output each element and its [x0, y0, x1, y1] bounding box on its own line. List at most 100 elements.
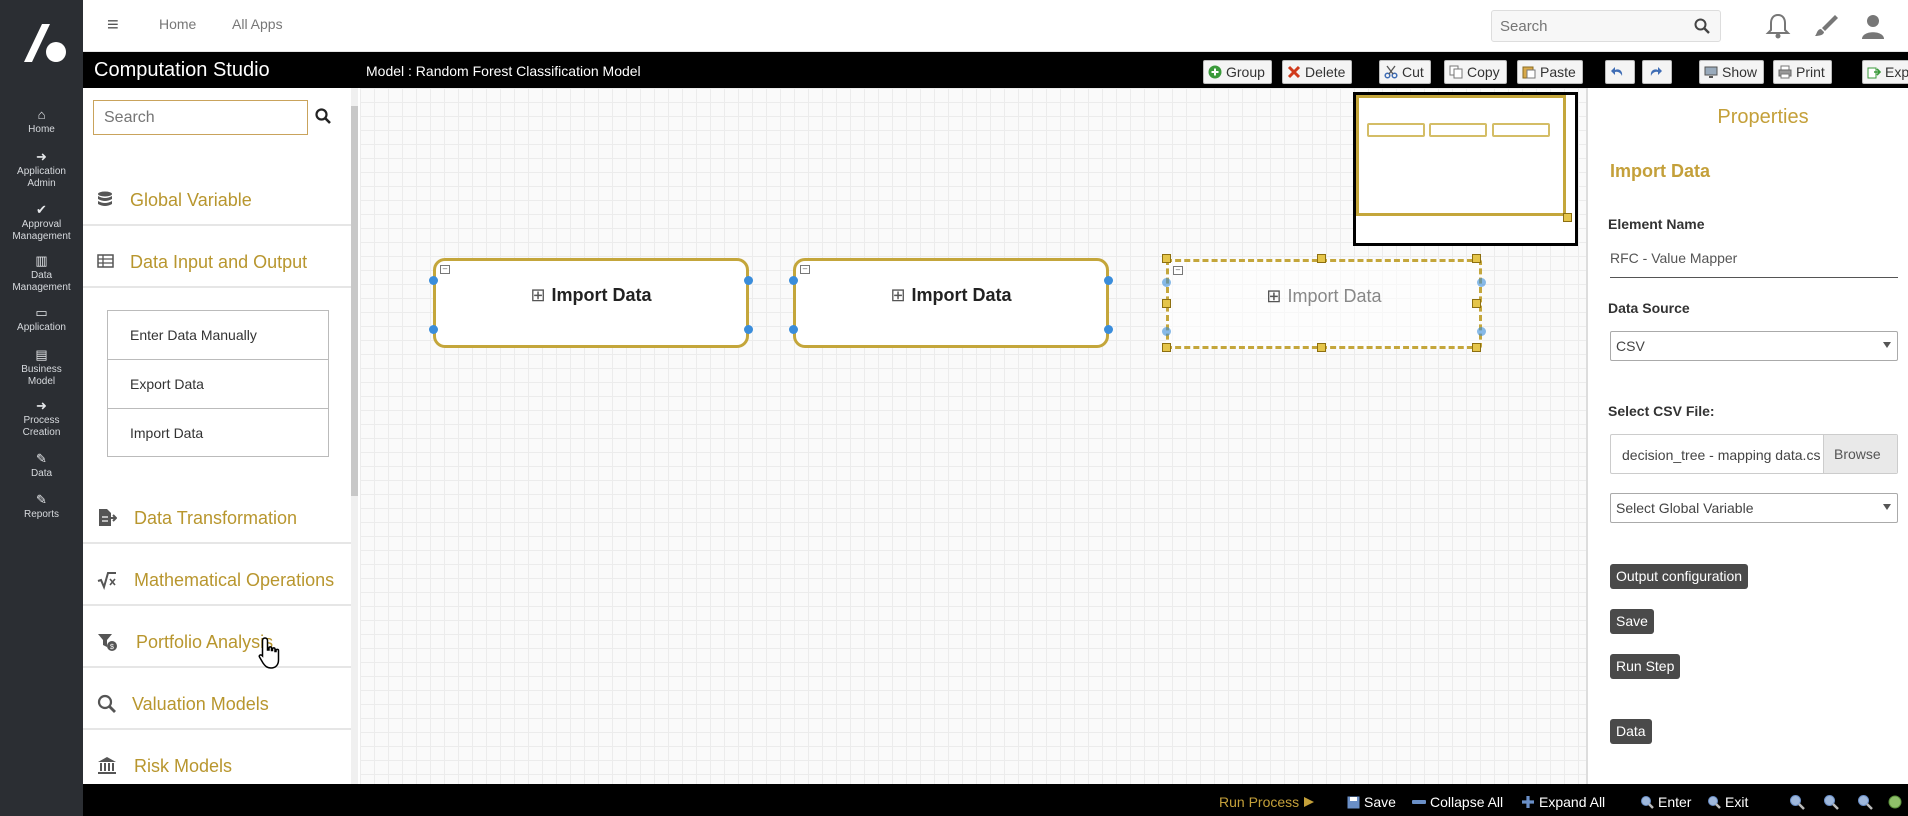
minimap-resize-handle[interactable] [1563, 213, 1572, 222]
collapse-icon[interactable]: – [1173, 266, 1183, 275]
undo-button[interactable] [1605, 60, 1635, 84]
rail-item-application[interactable]: ▭Application [0, 306, 83, 334]
global-variable-select[interactable]: Select Global Variable [1610, 493, 1898, 523]
category-data-transformation[interactable]: Data Transformation [83, 494, 353, 544]
brush-icon[interactable] [1813, 12, 1839, 40]
minimap-viewport[interactable] [1356, 95, 1566, 216]
category-valuation-models[interactable]: Valuation Models [83, 680, 353, 730]
bottom-toolbar: Run Process Save Collapse All Expand All… [83, 784, 1908, 816]
resize-handle[interactable] [1317, 254, 1326, 263]
category-risk-models[interactable]: Risk Models [83, 742, 353, 784]
minus-icon [1412, 800, 1426, 804]
resize-handle[interactable] [1317, 343, 1326, 352]
copy-button[interactable]: Copy [1444, 60, 1507, 84]
palette-search-icon[interactable] [315, 108, 331, 124]
search-icon[interactable] [1694, 18, 1710, 34]
output-configuration-button[interactable]: Output configuration [1610, 564, 1749, 589]
enter-button[interactable]: Enter [1640, 794, 1691, 810]
scissors-icon [1384, 65, 1398, 79]
data-source-select[interactable]: CSV [1610, 331, 1898, 361]
studio-header: Computation Studio Model : Random Forest… [83, 52, 1908, 88]
rail-item-reports[interactable]: ✎Reports [0, 493, 83, 521]
resize-handle[interactable] [1162, 343, 1171, 352]
rail-item-data-management[interactable]: ▥Data Management [0, 254, 83, 294]
node-port[interactable] [1162, 327, 1171, 336]
zoom-in-icon[interactable] [1789, 794, 1805, 810]
node-port[interactable] [1104, 276, 1113, 285]
rail-item-business-model[interactable]: ▤Business Model [0, 348, 83, 388]
node-port[interactable] [1104, 325, 1113, 334]
palette-item-enter-data-manually[interactable]: Enter Data Manually [108, 311, 328, 360]
node-port[interactable] [789, 276, 798, 285]
palette-item-import-data[interactable]: Import Data [130, 425, 204, 441]
collapse-all-button[interactable]: Collapse All [1412, 794, 1503, 810]
cut-button[interactable]: Cut [1379, 60, 1431, 84]
palette-item-export-data[interactable]: Export Data [108, 360, 328, 409]
node-port[interactable] [789, 325, 798, 334]
exit-button[interactable]: Exit [1707, 794, 1748, 810]
node-port[interactable] [1477, 327, 1486, 336]
top-bar: ≡ Home All Apps [83, 0, 1908, 52]
nav-link-home[interactable]: Home [159, 16, 197, 32]
bell-icon[interactable] [1765, 12, 1791, 40]
category-data-input-output[interactable]: Data Input and Output [83, 238, 353, 288]
node-port[interactable] [429, 276, 438, 285]
csv-file-label: Select CSV File: [1608, 403, 1715, 419]
collapse-icon[interactable]: – [800, 265, 810, 274]
global-search-input[interactable] [1492, 11, 1682, 41]
category-mathematical-operations[interactable]: Mathematical Operations [83, 556, 353, 606]
run-step-button[interactable]: Run Step [1610, 654, 1681, 679]
print-button[interactable]: Print [1773, 60, 1832, 84]
rail-item-data[interactable]: ✎Data [0, 452, 83, 480]
csv-file-name: decision_tree - mapping data.cs [1622, 447, 1821, 463]
canvas-node-import-data-3-selected[interactable]: – ⊞Import Data [1166, 259, 1482, 349]
user-avatar-icon[interactable] [1859, 12, 1887, 40]
node-port[interactable] [1477, 278, 1486, 287]
expand-all-button[interactable]: Expand All [1521, 794, 1605, 810]
palette-search-input[interactable] [94, 101, 294, 134]
save-step-button[interactable]: Save [1610, 609, 1654, 634]
resize-handle[interactable] [1472, 343, 1481, 352]
group-button[interactable]: Group [1203, 60, 1272, 84]
dropdown-caret-icon [1883, 342, 1891, 348]
run-process-button[interactable]: Run Process [1219, 794, 1315, 810]
palette-scrollbar[interactable] [351, 88, 358, 784]
paste-button[interactable]: Paste [1517, 60, 1583, 84]
category-portfolio-analysis[interactable]: $ Portfolio Analysis [83, 618, 353, 668]
node-port[interactable] [1162, 278, 1171, 287]
rail-item-process-creation[interactable]: ➜Process Creation [0, 399, 83, 439]
canvas-node-import-data-1[interactable]: – ⊞Import Data [433, 258, 749, 348]
rail-item-approval-management[interactable]: ✔Approval Management [0, 203, 83, 243]
resize-handle[interactable] [1472, 254, 1481, 263]
save-model-button[interactable]: Save [1347, 794, 1396, 810]
element-name-input[interactable]: RFC - Value Mapper [1610, 250, 1898, 278]
data-button[interactable]: Data [1610, 719, 1652, 744]
resize-handle[interactable] [1162, 299, 1171, 308]
zoom-reset-icon[interactable] [1857, 794, 1873, 810]
rail-item-application-admin[interactable]: ➜Application Admin [0, 150, 83, 190]
palette-scrollbar-thumb[interactable] [351, 106, 358, 496]
delete-button[interactable]: Delete [1282, 60, 1353, 84]
node-port[interactable] [744, 325, 753, 334]
node-port[interactable] [744, 276, 753, 285]
node-port[interactable] [429, 325, 438, 334]
zoom-out-icon[interactable] [1823, 794, 1839, 810]
browse-button[interactable]: Browse [1823, 435, 1897, 473]
fit-to-screen-icon[interactable] [1887, 794, 1903, 810]
show-button[interactable]: Show [1699, 60, 1765, 84]
rail-item-home[interactable]: ⌂Home [0, 108, 83, 136]
table-icon [97, 254, 114, 268]
resize-handle[interactable] [1472, 299, 1481, 308]
nav-link-all-apps[interactable]: All Apps [232, 16, 283, 32]
collapse-icon[interactable]: – [440, 265, 450, 274]
app-rail: ⌂Home ➜Application Admin ✔Approval Manag… [0, 0, 83, 816]
resize-handle[interactable] [1162, 254, 1171, 263]
app-logo-icon[interactable] [20, 20, 70, 64]
export-button[interactable]: Exp [1862, 60, 1908, 84]
plus-circle-icon [1208, 65, 1222, 79]
canvas-node-import-data-2[interactable]: – ⊞Import Data [793, 258, 1109, 348]
redo-button[interactable] [1642, 60, 1672, 84]
hamburger-menu-icon[interactable]: ≡ [107, 14, 119, 36]
canvas-minimap[interactable] [1353, 92, 1578, 246]
category-global-variable[interactable]: Global Variable [83, 176, 353, 226]
